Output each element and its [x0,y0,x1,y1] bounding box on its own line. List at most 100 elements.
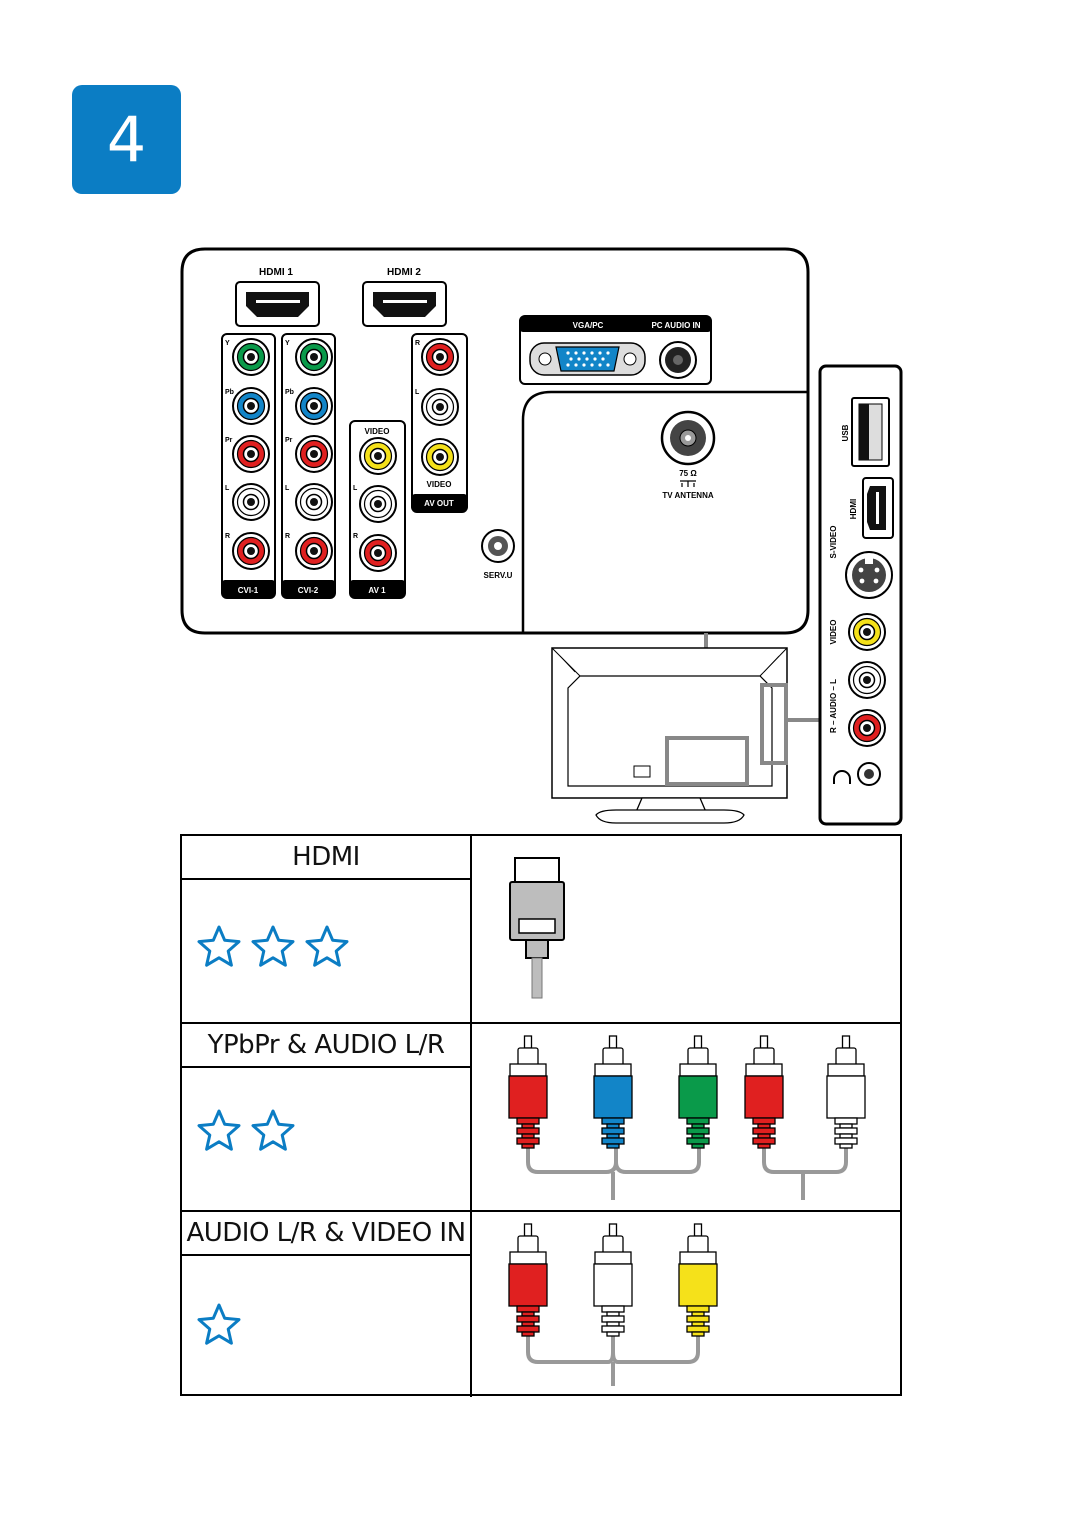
star-icon [197,1303,241,1345]
cable-illustration-cell [472,1024,900,1212]
cvi1-l-jack[interactable] [232,483,270,521]
side-audio-l-jack[interactable] [848,661,886,699]
rca-plug-red [508,1035,548,1149]
avout-label-r: R [415,340,420,347]
star-icon [251,1109,295,1151]
star-icon [251,925,295,967]
headphone-icon [833,770,851,784]
cvi2-l-jack[interactable] [295,483,333,521]
cvi1-r-jack[interactable] [232,532,270,570]
row-title: YPbPr & AUDIO L/R [182,1024,470,1068]
star-icon [305,925,349,967]
av1-label-video: VIDEO [365,427,390,436]
step-number: 4 [106,103,147,176]
side-audio-label: R – AUDIO – L [829,679,838,733]
cvi2-label-pr: Pr [285,437,293,444]
avout-r-jack[interactable] [421,338,459,376]
row-label-cell: HDMI [182,836,472,1022]
cvi2-r-jack[interactable] [295,532,333,570]
antenna-ohm-label: 75 Ω [679,469,697,478]
pc-audio-jack[interactable] [659,341,697,379]
antenna-symbol-icon [680,480,696,487]
side-hdmi-label: HDMI [849,499,858,519]
av1-label-l: L [353,485,358,492]
avout-label-l: L [415,389,420,396]
star-icon [197,1109,241,1151]
rca-plug-yellow [678,1223,718,1337]
service-port[interactable] [481,529,515,563]
row-title: AUDIO L/R & VIDEO IN [182,1212,470,1256]
rca-plug-red [508,1223,548,1337]
av1-l-jack[interactable] [359,485,397,523]
av1-video-jack[interactable] [359,437,397,475]
avout-name: AV OUT [424,499,454,508]
cvi1-label-l: L [225,485,230,492]
cvi1-label-pr: Pr [225,437,233,444]
cvi1-label-y: Y [225,340,230,347]
rca-plug-green [678,1035,718,1149]
av1-label-r: R [353,533,358,540]
star-icon [197,925,241,967]
cvi1-name: CVI-1 [238,586,259,595]
hdmi1-port[interactable] [235,281,320,327]
rca-plug-blue [593,1035,633,1149]
avout-l-jack[interactable] [421,388,459,426]
connection-quality-table: HDMI YPbPr & AUDIO L/R [180,834,902,1397]
cable-illustration-cell [472,1212,900,1397]
headphone-jack[interactable] [857,762,881,786]
hdmi2-port[interactable] [362,281,447,327]
cvi2-pr-jack[interactable] [295,435,333,473]
cvi2-label-pb: Pb [285,389,294,396]
hdmi2-label: HDMI 2 [387,267,421,278]
side-usb-label: USB [841,424,850,441]
pc-audio-in-label: PC AUDIO IN [651,321,700,330]
table-row-component: YPbPr & AUDIO L/R [182,1022,900,1212]
cvi2-label-y: Y [285,340,290,347]
star-rating [196,1108,296,1154]
cvi2-name: CVI-2 [298,586,319,595]
table-row-hdmi: HDMI [182,836,900,1022]
star-rating [196,924,350,970]
tv-connector-diagram: HDMI 1 HDMI 2 CVI-1 Y Pb Pr L R CVI-2 Y … [180,247,903,826]
component-rca-cables-icon [508,1035,866,1200]
cvi2-pb-jack[interactable] [295,387,333,425]
cvi1-label-pb: Pb [225,389,234,396]
tv-antenna-label: TV ANTENNA [662,491,713,500]
av1-r-jack[interactable] [359,534,397,572]
vga-pc-label: VGA/PC [573,321,604,330]
cvi1-pb-jack[interactable] [232,387,270,425]
tv-antenna-port[interactable] [660,410,716,466]
vga-port[interactable] [529,342,646,376]
av1-name: AV 1 [368,586,386,595]
avout-label-video: VIDEO [427,480,452,489]
hdmi1-label: HDMI 1 [259,267,293,278]
row-title: HDMI [182,836,470,880]
hdmi-cable-icon [509,857,565,999]
cvi2-label-l: L [285,485,290,492]
rca-plug-white [826,1035,866,1149]
star-rating [196,1302,242,1348]
row-label-cell: AUDIO L/R & VIDEO IN [182,1212,472,1397]
side-audio-r-jack[interactable] [848,709,886,747]
table-row-composite: AUDIO L/R & VIDEO IN [182,1210,900,1397]
composite-rca-cables-icon [508,1223,718,1386]
cvi2-y-jack[interactable] [295,338,333,376]
side-video-jack[interactable] [848,613,886,651]
svideo-port[interactable] [845,551,893,599]
cable-illustration-cell [472,836,900,1022]
cvi1-pr-jack[interactable] [232,435,270,473]
cvi1-y-jack[interactable] [232,338,270,376]
step-number-badge: 4 [72,85,181,194]
antenna-panel-outline [521,390,808,633]
avout-video-jack[interactable] [421,438,459,476]
side-hdmi-port[interactable] [862,477,894,539]
rca-plug-white [593,1223,633,1337]
rca-plug-red [744,1035,784,1149]
row-label-cell: YPbPr & AUDIO L/R [182,1024,472,1212]
side-video-label: VIDEO [829,620,838,645]
cvi1-label-r: R [225,533,230,540]
serv-u-label: SERV.U [484,571,513,580]
cvi2-label-r: R [285,533,290,540]
usb-port[interactable] [851,397,890,467]
side-svideo-label: S-VIDEO [829,526,838,559]
